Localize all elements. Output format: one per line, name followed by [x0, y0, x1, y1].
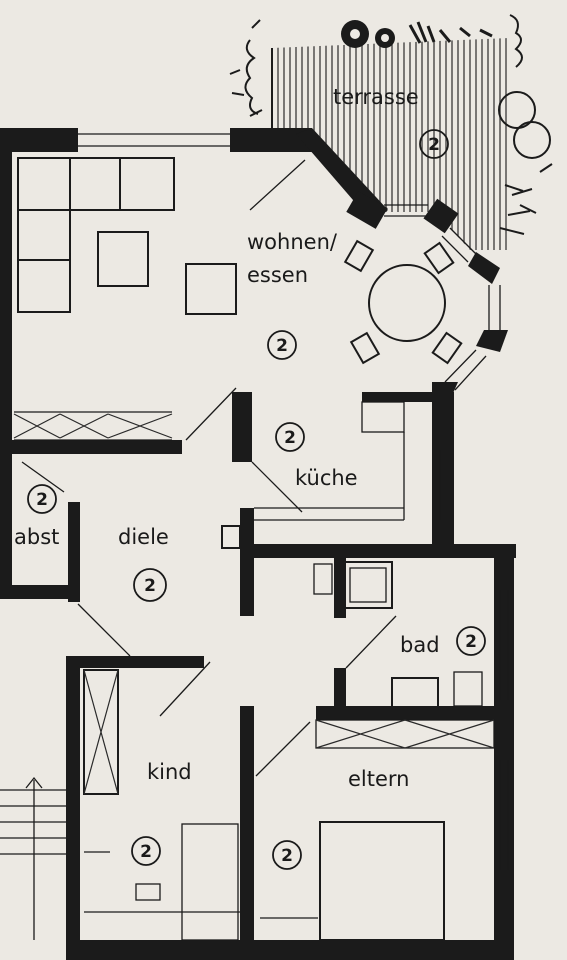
kind-label: kind [147, 760, 192, 784]
plants-top [341, 14, 523, 68]
doors [21, 387, 397, 777]
eltern-furniture [260, 719, 495, 941]
terrace-area [229, 14, 553, 250]
wohnen-label: wohnen/ [247, 230, 338, 254]
wohnen-number: 2 [276, 336, 288, 356]
bath-fixtures [313, 561, 483, 709]
living-furniture [17, 157, 463, 365]
walls [0, 128, 516, 960]
abst-label: abst [14, 525, 59, 549]
shelf-hatch [13, 413, 173, 439]
plants-left [229, 19, 263, 117]
plants-right [498, 91, 553, 235]
terrasse-number: 2 [428, 135, 440, 155]
kind-number: 2 [140, 842, 152, 862]
eltern-number: 2 [281, 846, 293, 866]
terrasse-label: terrasse [333, 85, 419, 109]
kind-furniture [83, 669, 240, 941]
diele-label: diele [118, 525, 169, 549]
abst-number: 2 [36, 490, 48, 510]
bad-label: bad [400, 633, 440, 657]
stairs [0, 776, 66, 940]
kitchen-fixtures [254, 401, 441, 521]
kueche-label: küche [295, 466, 358, 490]
diele-number: 2 [144, 576, 156, 596]
kueche-number: 2 [284, 428, 296, 448]
eltern-label: eltern [348, 767, 409, 791]
bad-number: 2 [465, 632, 477, 652]
essen-label: essen [247, 263, 308, 287]
